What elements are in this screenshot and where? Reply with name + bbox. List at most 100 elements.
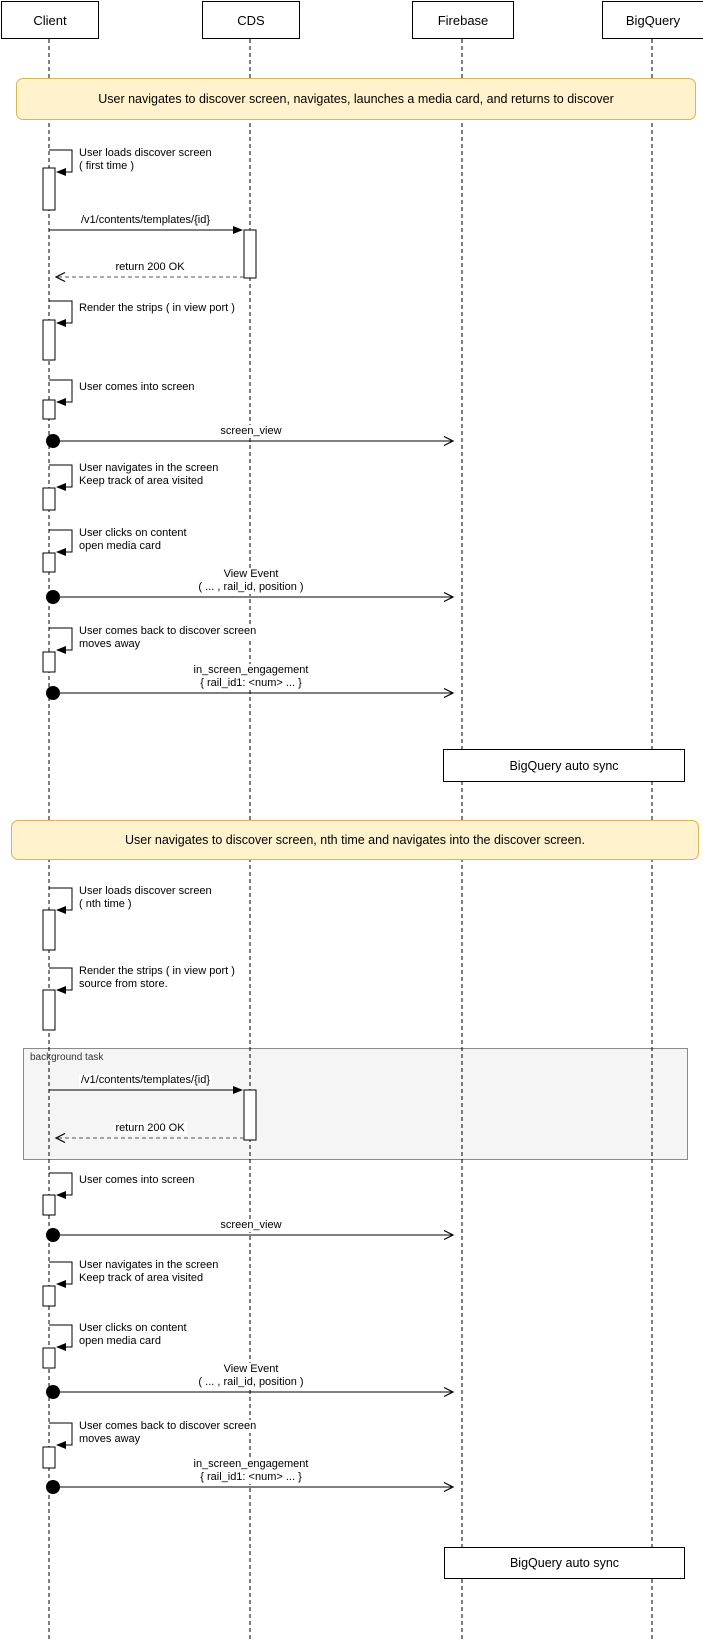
activation-bar: [42, 552, 56, 573]
message-text-line: source from store.: [78, 978, 169, 991]
self-message-arrow: [49, 464, 73, 491]
self-message-arrow: [49, 379, 73, 406]
message-text-line: return 200 OK: [113, 261, 187, 274]
self-message-arrow: [49, 627, 73, 654]
self-message-label: User comes into screen: [78, 1174, 196, 1187]
arrow-message-label: screen_view: [101, 425, 401, 438]
self-message-label: User comes into screen: [78, 381, 196, 394]
participant-cds: CDS: [202, 1, 300, 39]
activation-bar: [42, 651, 56, 673]
arrow-message-label: /v1/contents/templates/{id}: [0, 214, 296, 227]
message-text-line: User comes back to discover screen: [78, 625, 258, 638]
message-text-line: User comes into screen: [78, 1174, 196, 1187]
participant-client: Client: [1, 1, 99, 39]
bigquery-auto-sync-box: BigQuery auto sync: [443, 749, 685, 782]
activation-bar: [42, 909, 56, 951]
message-text-line: open media card: [78, 1335, 162, 1348]
arrow-message-label: in_screen_engagement{ rail_id1: <num> ..…: [101, 664, 401, 690]
message-text-line: moves away: [78, 638, 142, 651]
message-text-line: screen_view: [218, 1219, 284, 1232]
arrow-message-label: in_screen_engagement{ rail_id1: <num> ..…: [101, 1458, 401, 1484]
message-text-line: ( ... , rail_id, position ): [196, 1376, 306, 1389]
activation-bar: [42, 319, 56, 361]
activation-bar: [42, 1446, 56, 1469]
activation-bar: [42, 1285, 56, 1307]
message-text-line: { rail_id1: <num> ... }: [198, 677, 304, 690]
message-text-line: ( ... , rail_id, position ): [196, 581, 306, 594]
message-text-line: User comes back to discover screen: [78, 1420, 258, 1433]
message-text-line: { rail_id1: <num> ... }: [198, 1471, 304, 1484]
message-text-line: return 200 OK: [113, 1122, 187, 1135]
activation-bar: [42, 167, 56, 211]
message-text-line: User loads discover screen: [78, 147, 213, 160]
activation-bar: [243, 1089, 257, 1141]
self-message-arrow: [49, 529, 73, 556]
activation-bar: [42, 487, 56, 511]
message-text-line: Render the strips ( in view port ): [78, 965, 236, 978]
bigquery-auto-sync-box: BigQuery auto sync: [444, 1547, 685, 1579]
arrow-message-label: View Event( ... , rail_id, position ): [101, 568, 401, 594]
message-text-line: Keep track of area visited: [78, 1272, 205, 1285]
self-message-arrow: [49, 149, 73, 176]
participant-firebase: Firebase: [412, 1, 514, 39]
found-message-circle: [46, 686, 60, 700]
found-message-circle: [46, 1480, 60, 1494]
scenario-note: User navigates to discover screen, navig…: [16, 78, 696, 120]
self-message-arrow: [49, 887, 73, 914]
message-text-line: User clicks on content: [78, 527, 188, 540]
activation-bar: [42, 1347, 56, 1369]
frame-background-task: [23, 1048, 688, 1160]
arrow-message-label: screen_view: [101, 1219, 401, 1232]
message-text-line: Render the strips ( in view port ): [78, 302, 236, 315]
arrow-message-label: return 200 OK: [0, 261, 300, 274]
participant-bigquery: BigQuery: [602, 1, 703, 39]
message-text-line: open media card: [78, 540, 162, 553]
self-message-arrow: [49, 1261, 73, 1288]
message-text-line: /v1/contents/templates/{id}: [78, 214, 213, 227]
message-text-line: View Event: [221, 568, 281, 581]
message-text-line: screen_view: [218, 425, 284, 438]
self-message-label: User loads discover screen( first time ): [78, 147, 213, 173]
self-message-label: User loads discover screen( nth time ): [78, 885, 213, 911]
frame-label: background task: [30, 1052, 104, 1063]
message-text-line: /v1/contents/templates/{id}: [78, 1074, 213, 1087]
self-message-arrow: [49, 300, 73, 327]
self-message-label: Render the strips ( in view port ): [78, 302, 236, 315]
message-text-line: User navigates in the screen: [78, 1259, 220, 1272]
arrow-message-label: return 200 OK: [0, 1122, 300, 1135]
activation-bar: [243, 229, 257, 279]
message-text-line: User loads discover screen: [78, 885, 213, 898]
found-message-circle: [46, 590, 60, 604]
found-message-circle: [46, 1228, 60, 1242]
activation-bar: [42, 989, 56, 1031]
self-message-arrow: [49, 1422, 73, 1449]
self-message-label: Render the strips ( in view port )source…: [78, 965, 236, 991]
message-text-line: moves away: [78, 1433, 142, 1446]
scenario-note: User navigates to discover screen, nth t…: [11, 820, 699, 860]
message-text-line: ( nth time ): [78, 898, 133, 911]
self-message-arrow: [49, 1324, 73, 1351]
arrow-message-label: /v1/contents/templates/{id}: [0, 1074, 296, 1087]
message-text-line: in_screen_engagement: [191, 1458, 311, 1471]
message-text-line: Keep track of area visited: [78, 475, 205, 488]
activation-bar: [42, 1194, 56, 1216]
message-text-line: in_screen_engagement: [191, 664, 311, 677]
message-text-line: User navigates in the screen: [78, 462, 220, 475]
arrow-message-label: View Event( ... , rail_id, position ): [101, 1363, 401, 1389]
message-text-line: ( first time ): [78, 160, 135, 173]
message-text-line: View Event: [221, 1363, 281, 1376]
message-text-line: User clicks on content: [78, 1322, 188, 1335]
message-text-line: User comes into screen: [78, 381, 196, 394]
found-message-circle: [46, 434, 60, 448]
self-message-arrow: [49, 1172, 73, 1199]
found-message-circle: [46, 1385, 60, 1399]
self-message-arrow: [49, 967, 73, 994]
